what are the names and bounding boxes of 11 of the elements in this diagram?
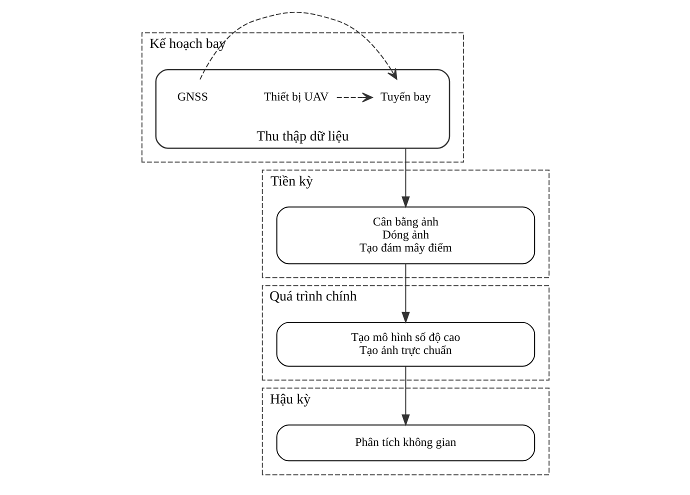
arrow — [401, 366, 410, 426]
node-text: Thiết bị UAV — [263, 90, 328, 104]
node-text: GNSS — [176, 90, 208, 104]
node-box: Tạo mô hình số độ cao Tạo ảnh trực chuẩn — [276, 322, 535, 367]
node-text: Tuyến bay — [380, 90, 430, 104]
arrow — [199, 12, 397, 80]
arrow — [336, 92, 372, 102]
node-box: Cân bằng ảnh Dóng ảnh Tạo đám mây điểm — [276, 206, 535, 264]
node-box: Phân tích không gian — [276, 424, 535, 462]
arrow — [401, 148, 410, 208]
arrow — [401, 263, 410, 324]
